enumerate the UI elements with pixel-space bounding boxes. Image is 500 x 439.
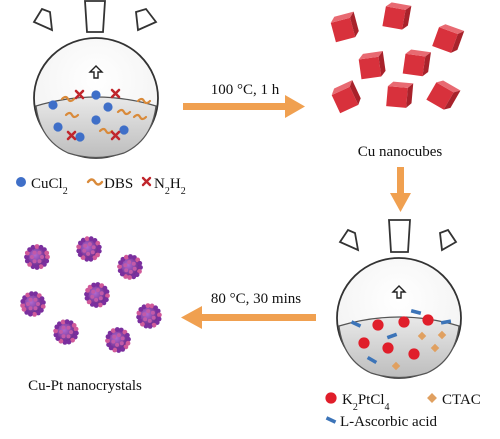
- cu-pt-nanocrystal: [20, 291, 46, 317]
- cucl2-dot: [53, 122, 63, 132]
- dbs-squiggle: [132, 113, 148, 121]
- k2ptcl4-dot: [358, 337, 370, 349]
- ascorbic-bar: [350, 320, 362, 328]
- dbs-squiggle: [136, 97, 152, 105]
- dbs-squiggle: [116, 108, 132, 116]
- cucl2-dot: [91, 90, 101, 100]
- n2h2-particles: [66, 88, 121, 141]
- n2h2-legend-label: N2H2: [154, 176, 186, 197]
- cu-pt-nanocrystal: [24, 244, 50, 270]
- step2-condition: 80 °C, 30 mins: [211, 291, 301, 307]
- nanocube: [426, 80, 461, 110]
- arrow-1-head: [285, 95, 305, 118]
- k2ptcl4-dot: [408, 348, 420, 360]
- cu-pt-nanocrystal: [53, 319, 79, 345]
- stir-bar-icon: [88, 65, 104, 79]
- dbs-squiggle: [98, 127, 114, 135]
- cucl2-dot: [103, 102, 113, 112]
- ctac-diamond: [430, 343, 440, 353]
- flask-2-necks: [338, 219, 458, 253]
- process-arrow-step1: 100 °C, 1 h: [183, 82, 305, 118]
- reaction-flask-2: [336, 219, 462, 379]
- cu-pt-nanocrystals: [20, 236, 162, 353]
- cu-pt-nanocrystal: [105, 327, 131, 353]
- k2ptcl4-legend-label: K2PtCl4: [342, 392, 390, 413]
- cucl2-dot: [75, 132, 85, 142]
- arrow-down-shaft: [397, 167, 404, 195]
- n2h2-cross: [66, 130, 77, 141]
- k2ptcl4-legend-dot: [325, 392, 337, 404]
- cucl2-legend-dot: [16, 177, 26, 187]
- k2ptcl4-dot: [382, 342, 394, 354]
- ctac-legend-diamond: [427, 393, 437, 403]
- dbs-particles: [60, 95, 152, 135]
- dbs-legend-label: DBS: [104, 176, 133, 192]
- nanocube: [432, 24, 465, 53]
- ascorbic-bar: [386, 332, 398, 340]
- k2ptcl4-dot: [372, 319, 384, 331]
- dbs-legend-squiggle: [86, 178, 104, 186]
- cu-pt-nanocrystal: [76, 236, 102, 262]
- cucl2-dot: [119, 125, 129, 135]
- nanocube: [382, 2, 412, 30]
- n2h2-legend-cross: [141, 176, 152, 187]
- ascorbic-bar: [410, 308, 422, 316]
- nanocube: [330, 11, 359, 43]
- ctac-diamond: [417, 331, 427, 341]
- legend-reagents-2: K2PtCl4 CTAC L-Ascorbic acid: [325, 392, 481, 430]
- ascorbic-particles: [350, 308, 452, 365]
- dbs-squiggle: [60, 95, 76, 103]
- n2h2-cross: [74, 89, 85, 100]
- k2ptcl4-dot: [398, 316, 410, 328]
- k2ptcl4-dot: [422, 314, 434, 326]
- ctac-particles: [391, 330, 447, 371]
- ctac-diamond: [391, 361, 401, 371]
- arrow-2-head: [181, 306, 202, 329]
- arrow-2-shaft: [200, 314, 316, 321]
- ascorbic-legend-bar: [325, 416, 337, 424]
- step1-condition: 100 °C, 1 h: [211, 82, 280, 98]
- cucl2-dot: [48, 100, 58, 110]
- n2h2-cross: [110, 130, 121, 141]
- cu-nanocubes: [330, 2, 465, 114]
- cu-pt-nanocrystal: [117, 254, 143, 280]
- stir-bar-icon: [391, 285, 407, 299]
- process-arrow-down: [390, 167, 411, 212]
- cucl2-legend-label: CuCl2: [31, 176, 68, 197]
- cu-pt-nanocrystal: [136, 303, 162, 329]
- cucl2-dot: [91, 115, 101, 125]
- flask-1-necks: [32, 0, 158, 33]
- process-arrow-step2: 80 °C, 30 mins: [181, 291, 316, 329]
- cu-nanocubes-label: Cu nanocubes: [358, 144, 443, 160]
- n2h2-cross: [110, 88, 121, 99]
- legend-reagents-1: CuCl2 DBS N2H2: [16, 176, 186, 197]
- nanocube: [331, 80, 361, 114]
- reaction-flask-1: [32, 0, 159, 159]
- arrow-1-shaft: [183, 103, 287, 110]
- ascorbic-legend-label: L-Ascorbic acid: [340, 414, 438, 430]
- cu-pt-nanocrystal: [84, 282, 110, 308]
- dbs-squiggle: [64, 111, 80, 119]
- ctac-diamond: [437, 330, 447, 340]
- nanocube: [386, 81, 414, 108]
- nanocube: [402, 49, 431, 77]
- ctac-legend-label: CTAC: [442, 392, 481, 408]
- cucl2-particles: [48, 90, 129, 142]
- arrow-down-head: [390, 193, 411, 212]
- ascorbic-bar: [366, 355, 378, 365]
- nanocube: [358, 51, 386, 80]
- ascorbic-bar: [440, 319, 452, 325]
- k2ptcl4-particles: [358, 314, 434, 360]
- cu-pt-nanocrystals-label: Cu-Pt nanocrystals: [28, 378, 142, 394]
